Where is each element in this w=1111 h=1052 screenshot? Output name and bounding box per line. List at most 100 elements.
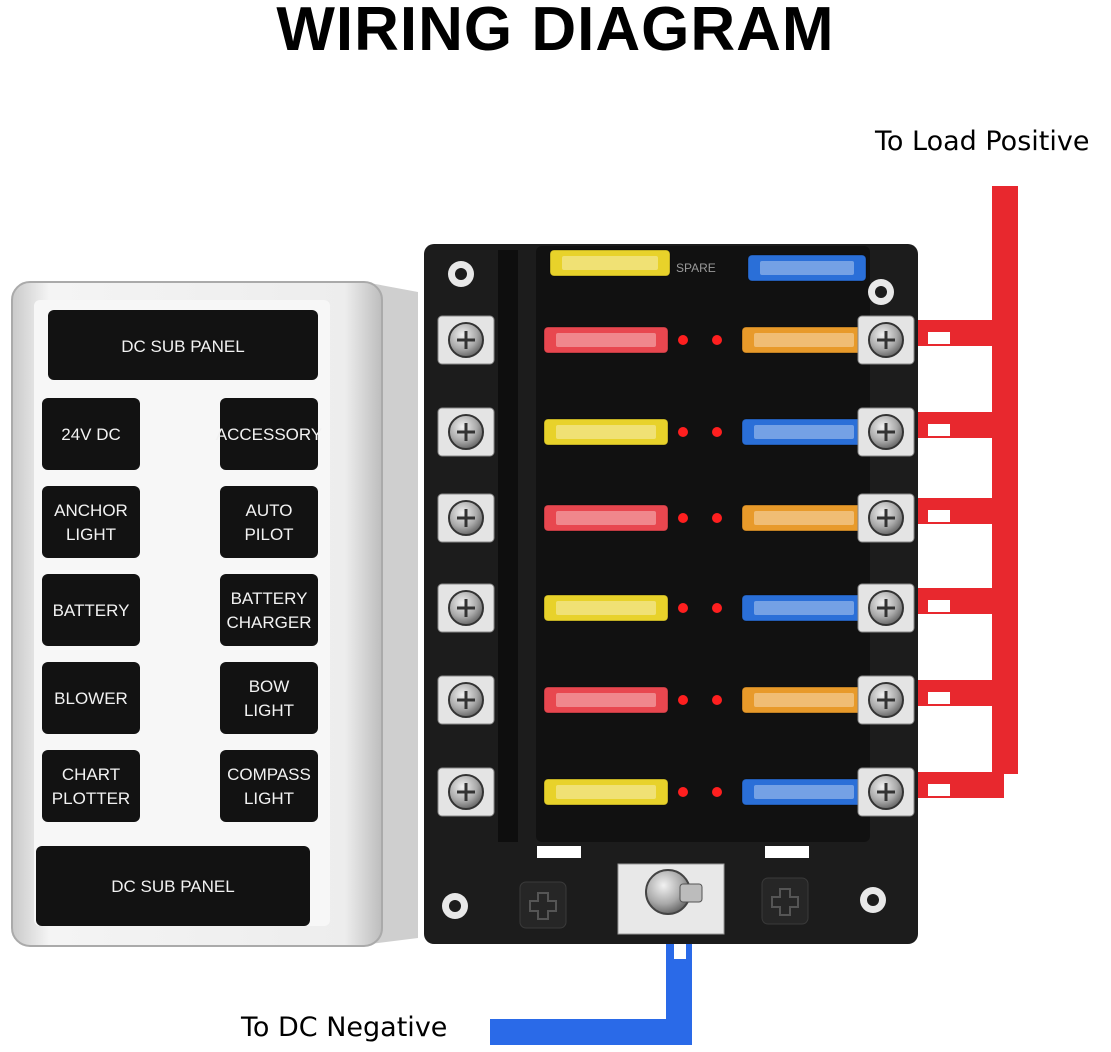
switch-plate (42, 750, 140, 822)
negative-wire-harness (490, 935, 692, 1045)
blade-fuse (549, 249, 671, 277)
cross-screw-icon (761, 877, 809, 925)
indicator-led (712, 603, 722, 613)
switch-plate (220, 662, 318, 734)
sub-panel-footer-plate (36, 846, 310, 926)
switch-plate (42, 574, 140, 646)
screw-slot (457, 783, 475, 801)
switch-label-line: ANCHOR (54, 501, 128, 520)
mount-hole-icon (455, 268, 467, 280)
switch-plate (42, 662, 140, 734)
spare-label: SPARE (676, 261, 716, 275)
screw-slot (877, 783, 895, 801)
switch-label-line: LIGHT (66, 525, 116, 544)
screw-slot (457, 331, 475, 349)
switch-label-line: 24V DC (61, 425, 121, 444)
switch-label-line: LIGHT (244, 789, 294, 808)
indicator-led (712, 335, 722, 345)
switch-label: BLOWER (54, 689, 128, 708)
positive-wire-trunk (992, 186, 1018, 774)
screw-slot (877, 423, 895, 441)
dc-negative-label: To DC Negative (241, 1012, 448, 1043)
sub-panel-header-plate (48, 310, 318, 380)
switch-plate (220, 486, 318, 558)
switch-plate (220, 750, 318, 822)
positive-wire-branch (912, 588, 1004, 614)
fuse-rows (437, 249, 915, 817)
switch-plate (220, 398, 318, 470)
diagram-title: WIRING DIAGRAM (276, 0, 835, 64)
fuse-block: SPARE (424, 244, 918, 944)
blade-fuse-window (556, 511, 656, 525)
mount-hole-icon (875, 286, 887, 298)
switch-label-line: PILOT (244, 525, 293, 544)
indicator-led (678, 695, 688, 705)
blade-fuse-window (556, 785, 656, 799)
screw-slot (457, 691, 475, 709)
switch-label-line: ACCESSORY (216, 425, 322, 444)
blade-fuse-window (556, 601, 656, 615)
blade-fuse (543, 504, 669, 532)
positive-wire-branch (912, 412, 1004, 438)
switch-label-line: BOW (249, 677, 290, 696)
dc-sub-panel: DC SUB PANEL DC SUB PANEL 24V DC ACCESSOR… (11, 281, 418, 947)
mount-hole-icon (867, 894, 879, 906)
indicator-led (678, 427, 688, 437)
wire-terminal (928, 424, 950, 436)
switch-label: CHART PLOTTER (52, 765, 130, 808)
ground-stud-bolt (679, 883, 703, 903)
cross-screw-icon (519, 881, 567, 929)
indicator-led (678, 335, 688, 345)
indicator-led (678, 513, 688, 523)
switch-plate (42, 398, 140, 470)
switch-label-line: CHARGER (226, 613, 311, 632)
switch-label-line: COMPASS (227, 765, 311, 784)
switch-label: BATTERY CHARGER (226, 589, 311, 632)
fuse-block-rail (498, 250, 518, 842)
positive-wire-branch (912, 772, 1004, 798)
blade-fuse (543, 326, 669, 354)
screw-slot (457, 599, 475, 617)
switch-plate (220, 574, 318, 646)
switch-label-line: PLOTTER (52, 789, 130, 808)
indicator-led (678, 787, 688, 797)
indicator-led (678, 603, 688, 613)
blade-fuse-window (556, 425, 656, 439)
notch (537, 846, 581, 858)
blade-fuse-window (754, 693, 854, 707)
switch-label-line: LIGHT (244, 701, 294, 720)
indicator-led (712, 695, 722, 705)
negative-wire-horizontal (490, 1019, 692, 1045)
blade-fuse (543, 418, 669, 446)
switch-label: BOW LIGHT (244, 677, 294, 720)
screw-slot (877, 509, 895, 527)
blade-fuse-window (760, 261, 854, 275)
positive-wire-branch (912, 498, 1004, 524)
indicator-led (712, 787, 722, 797)
sub-panel-header: DC SUB PANEL (121, 337, 244, 356)
screw-slot (457, 509, 475, 527)
blade-fuse (747, 254, 867, 282)
blade-fuse (543, 594, 669, 622)
switch-label: BATTERY (53, 601, 130, 620)
switch-label-line: CHART (62, 765, 120, 784)
positive-wire-branch (912, 320, 1004, 346)
blade-fuse-window (562, 256, 658, 270)
blade-fuse-window (754, 785, 854, 799)
switch-label-line: BATTERY (231, 589, 308, 608)
blade-fuse-window (754, 601, 854, 615)
screw-slot (877, 331, 895, 349)
switch-plate (42, 486, 140, 558)
switch-label-line: BATTERY (53, 601, 130, 620)
blade-fuse-window (556, 693, 656, 707)
load-positive-label: To Load Positive (875, 126, 1090, 157)
positive-wire-branch (912, 680, 1004, 706)
ground-stud (617, 863, 725, 935)
blade-fuse (543, 686, 669, 714)
switch-label: ACCESSORY (216, 425, 322, 444)
sub-panel-footer: DC SUB PANEL (111, 877, 234, 896)
wire-terminal (928, 784, 950, 796)
